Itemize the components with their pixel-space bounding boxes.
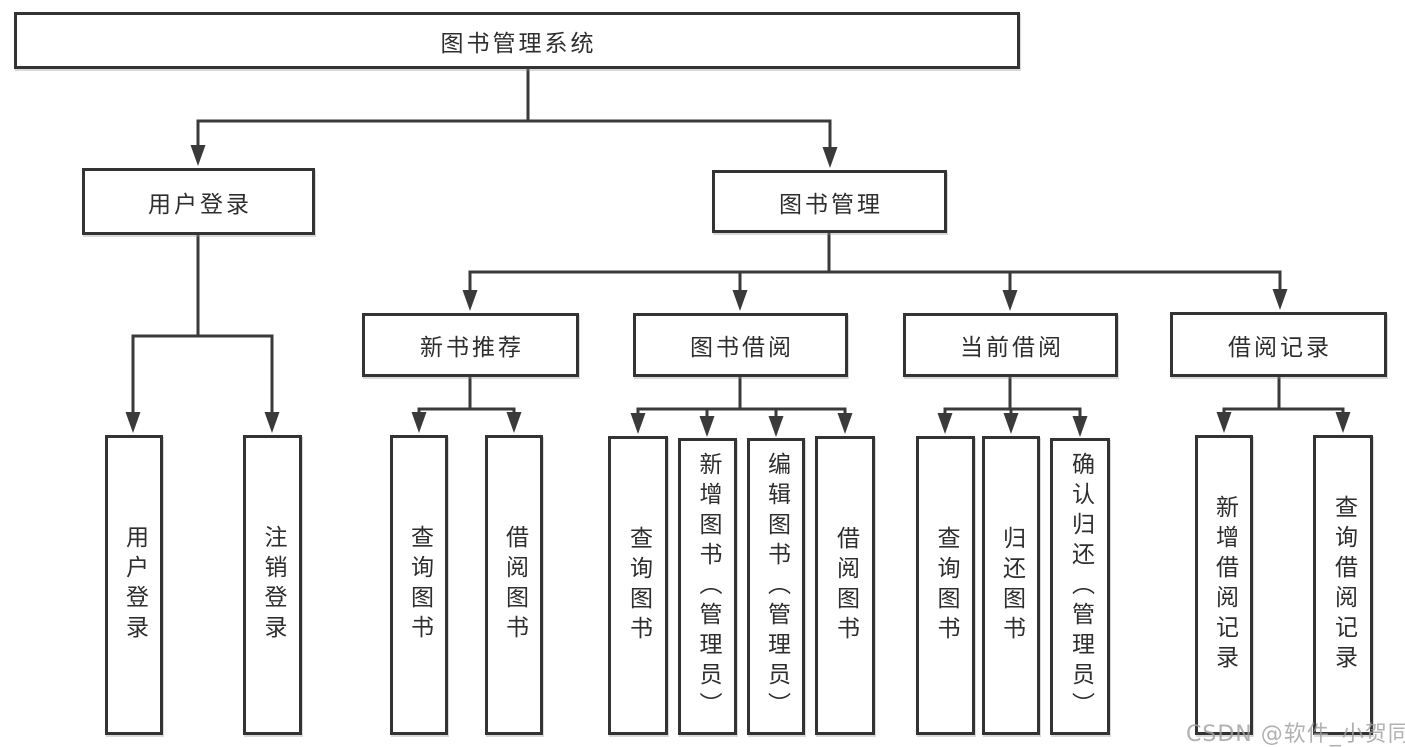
node-book-borrow: 图书借阅 xyxy=(633,313,848,377)
node-user-login: 用户登录 xyxy=(82,168,315,235)
leaf-query-books-recommend-label: 查询图书 xyxy=(406,525,433,645)
node-new-book-recommend-label: 新书推荐 xyxy=(420,335,524,361)
leaf-query-books-recommend: 查询图书 xyxy=(390,435,448,735)
leaf-query-books-current: 查询图书 xyxy=(916,436,975,735)
watermark: CSDN @软件_小贺同学 xyxy=(1186,722,1405,747)
node-user-login-label: 用户登录 xyxy=(148,191,252,218)
node-book-management: 图书管理 xyxy=(712,170,947,233)
leaf-borrow-books-borrow: 借阅图书 xyxy=(815,436,875,735)
leaf-add-borrow-record: 新增借阅记录 xyxy=(1195,435,1253,735)
leaf-edit-book-admin-label: 编辑图书（管理员） xyxy=(763,451,790,722)
leaf-query-books-borrow-label: 查询图书 xyxy=(625,525,652,646)
leaf-query-books-borrow: 查询图书 xyxy=(608,436,668,735)
leaf-borrow-books-recommend: 借阅图书 xyxy=(485,435,543,735)
leaf-logout: 注销登录 xyxy=(243,435,302,735)
leaf-edit-book-admin: 编辑图书（管理员） xyxy=(747,438,805,735)
node-new-book-recommend: 新书推荐 xyxy=(362,313,579,377)
leaf-query-books-current-label: 查询图书 xyxy=(933,525,959,646)
leaf-query-borrow-record: 查询借阅记录 xyxy=(1313,435,1373,735)
node-root: 图书管理系统 xyxy=(14,12,1020,69)
leaf-return-book-label: 归还图书 xyxy=(998,525,1025,646)
leaf-confirm-return-admin-label: 确认归还（管理员） xyxy=(1067,451,1094,722)
leaf-query-borrow-record-label: 查询借阅记录 xyxy=(1330,495,1357,675)
node-root-label: 图书管理系统 xyxy=(440,30,597,57)
leaf-user-login: 用户登录 xyxy=(105,435,163,735)
leaf-borrow-books-recommend-label: 借阅图书 xyxy=(501,525,528,645)
leaf-add-book-admin-label: 新增图书（管理员） xyxy=(695,451,721,722)
leaf-add-borrow-record-label: 新增借阅记录 xyxy=(1211,495,1238,675)
node-book-borrow-label: 图书借阅 xyxy=(690,335,794,361)
leaf-confirm-return-admin: 确认归还（管理员） xyxy=(1050,438,1110,735)
leaf-logout-label: 注销登录 xyxy=(260,525,286,645)
node-current-borrow-label: 当前借阅 xyxy=(960,335,1064,361)
node-borrow-records-label: 借阅记录 xyxy=(1228,334,1332,361)
node-current-borrow: 当前借阅 xyxy=(903,313,1118,377)
leaf-add-book-admin: 新增图书（管理员） xyxy=(678,438,737,735)
leaf-borrow-books-borrow-label: 借阅图书 xyxy=(832,525,859,646)
node-book-management-label: 图书管理 xyxy=(779,191,883,218)
leaf-return-book: 归还图书 xyxy=(982,436,1040,735)
node-borrow-records: 借阅记录 xyxy=(1170,312,1387,377)
leaf-user-login-label: 用户登录 xyxy=(121,525,148,645)
